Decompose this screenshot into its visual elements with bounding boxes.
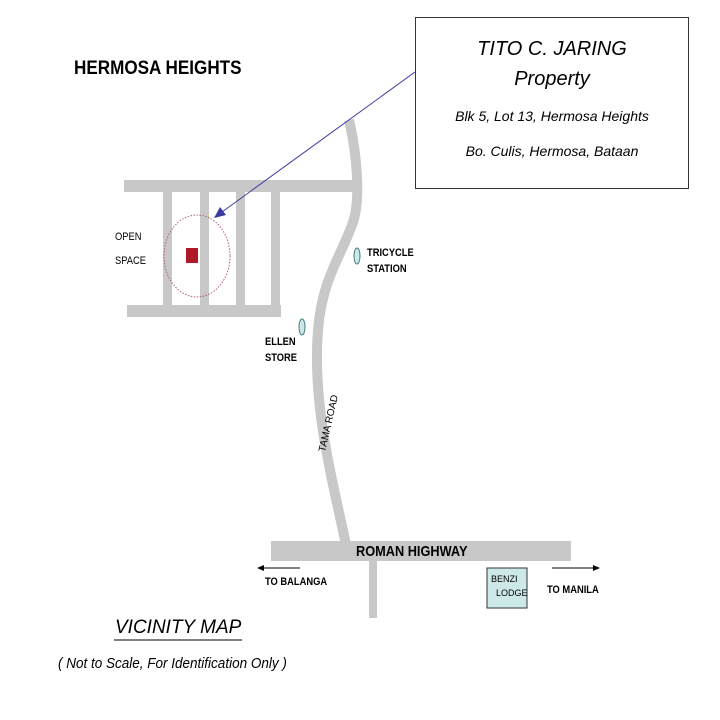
road-street-3 [236,186,245,310]
ellen-store-marker [298,318,306,336]
roman-highway [271,541,571,561]
property-address-line1: Blk 5, Lot 13, Hermosa Heights [455,108,649,124]
road-street-1 [163,186,172,310]
arrow-east-icon [593,565,600,571]
subdivision-roads [124,180,571,618]
ellen-store-label: ELLEN STORE [265,334,297,366]
tama-road [311,118,363,546]
ellen-store-line1: ELLEN [265,336,296,348]
property-info-box: TITO C. JARING Property Blk 5, Lot 13, H… [415,17,689,189]
pointer-arrowhead-icon [214,207,226,218]
road-street-4 [271,186,280,310]
benzi-lodge-line2: LODGE [496,588,528,598]
benzi-lodge-label: BENZI LODGE [491,572,528,600]
footer-title: VICINITY MAP [115,617,242,638]
arrow-west-icon [257,565,264,571]
benzi-lodge-line1: BENZI [491,574,518,584]
property-marker [186,248,198,263]
ellen-store-line2: STORE [265,352,298,364]
tricycle-station-marker [353,247,361,265]
highway-label: ROMAN HIGHWAY [356,543,468,560]
property-owner: TITO C. JARING [477,38,627,60]
open-space-label: OPEN SPACE [115,225,146,273]
open-space-line2: SPACE [115,255,147,267]
to-balanga-label: TO BALANGA [265,576,328,588]
area-title: HERMOSA HEIGHTS [74,58,242,79]
property-label: Property [514,68,590,90]
tricycle-station-label: TRICYCLE STATION [367,245,414,277]
road-south [369,561,377,618]
open-space-line1: OPEN [115,231,142,243]
road-street-2 [200,186,209,310]
to-manila-label: TO MANILA [547,584,599,596]
pointer-line [221,71,416,213]
property-address-line2: Bo. Culis, Hermosa, Bataan [465,143,639,159]
benzi-lodge-marker [486,567,528,609]
tricycle-station-line2: STATION [367,263,407,275]
footer-note: ( Not to Scale, For Identification Only … [58,655,287,672]
property-circle [163,214,231,298]
tricycle-station-line1: TRICYCLE [367,247,414,259]
